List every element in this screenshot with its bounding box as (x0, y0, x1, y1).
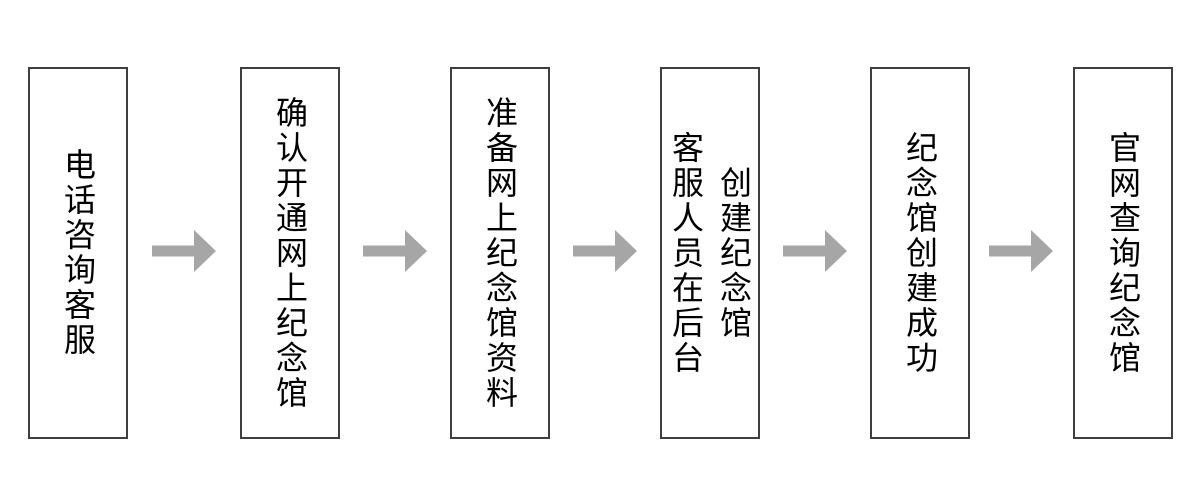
flow-step-label: 准备网上纪念馆资料 (482, 95, 518, 411)
flow-step-label: 官网查询纪念馆 (1105, 130, 1141, 376)
flow-step-label: 确认开通网上纪念馆 (272, 95, 308, 411)
arrow-right-icon (989, 230, 1053, 272)
flow-step-label: 电话咨询客服 (60, 148, 96, 358)
arrow-right-icon (573, 230, 637, 272)
flow-step-label: 纪念馆创建成功 (902, 130, 938, 376)
flow-step-5: 纪念馆创建成功 (870, 67, 970, 439)
flow-step-label-line-1: 客服人员在后台 (668, 130, 704, 376)
flow-step-3: 准备网上纪念馆资料 (450, 67, 550, 439)
flow-step-2: 确认开通网上纪念馆 (240, 67, 340, 439)
flow-step-1: 电话咨询客服 (28, 67, 128, 439)
arrow-right-icon (783, 230, 847, 272)
arrow-right-icon (363, 230, 427, 272)
arrow-right-icon (152, 230, 216, 272)
flow-step-label-line-2: 创建纪念馆 (716, 165, 752, 341)
flow-step-4: 客服人员在后台 创建纪念馆 (660, 67, 760, 439)
flow-step-6: 官网查询纪念馆 (1073, 67, 1173, 439)
